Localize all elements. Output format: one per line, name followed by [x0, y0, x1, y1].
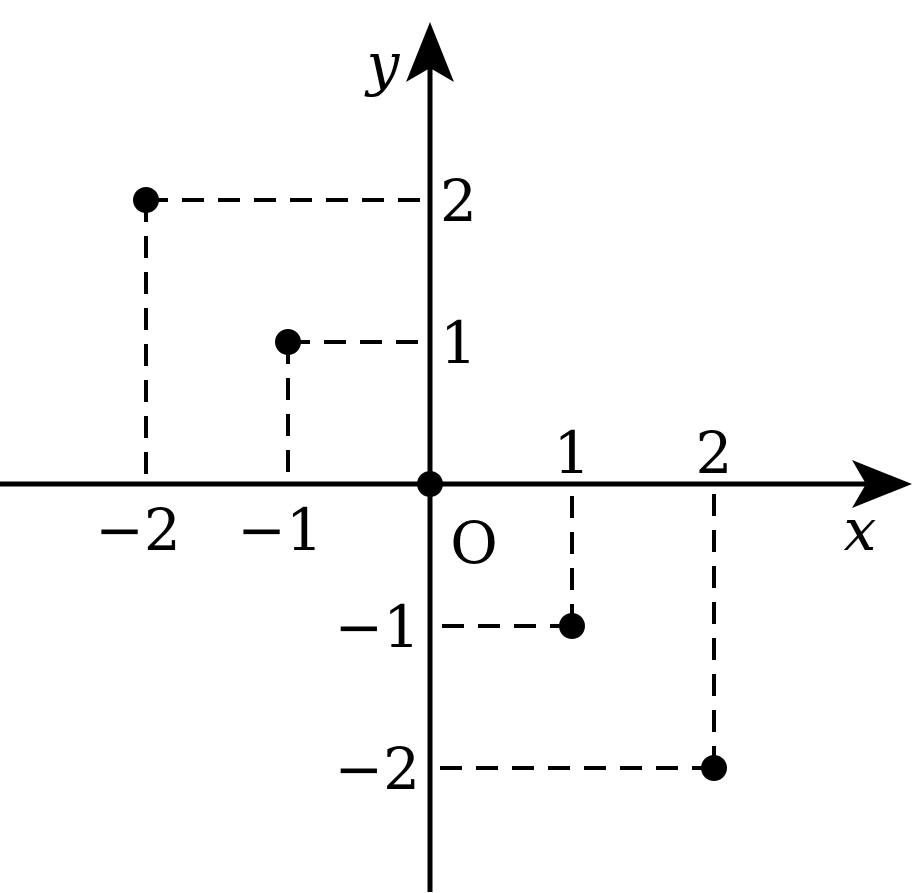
point-3: [559, 613, 585, 639]
x-tick-label-3: 2: [696, 419, 733, 487]
plotted-points: [133, 187, 727, 781]
axes: [0, 22, 912, 892]
y-tick-label-2: −1: [335, 593, 421, 661]
origin-label: O: [450, 509, 498, 577]
point-1: [275, 329, 301, 355]
y-tick-label-0: 2: [440, 167, 477, 235]
x-axis-label: x: [844, 496, 877, 564]
point-4: [701, 755, 727, 781]
y-axis-label: y: [364, 30, 401, 98]
x-tick-label-2: 1: [554, 419, 591, 487]
y-axis-arrowhead: [406, 22, 454, 82]
y-tick-label-3: −2: [335, 735, 421, 803]
dashed-guide-lines: [144, 198, 716, 770]
x-tick-labels: −2 −1 1 2: [95, 419, 732, 564]
point-0: [133, 187, 159, 213]
y-tick-label-1: 1: [440, 309, 477, 377]
point-2: [417, 471, 443, 497]
y-tick-labels: 2 1 −1 −2: [335, 167, 477, 803]
x-tick-label-0: −2: [95, 496, 181, 564]
x-axis-arrowhead: [852, 460, 912, 508]
x-tick-label-1: −1: [237, 496, 323, 564]
